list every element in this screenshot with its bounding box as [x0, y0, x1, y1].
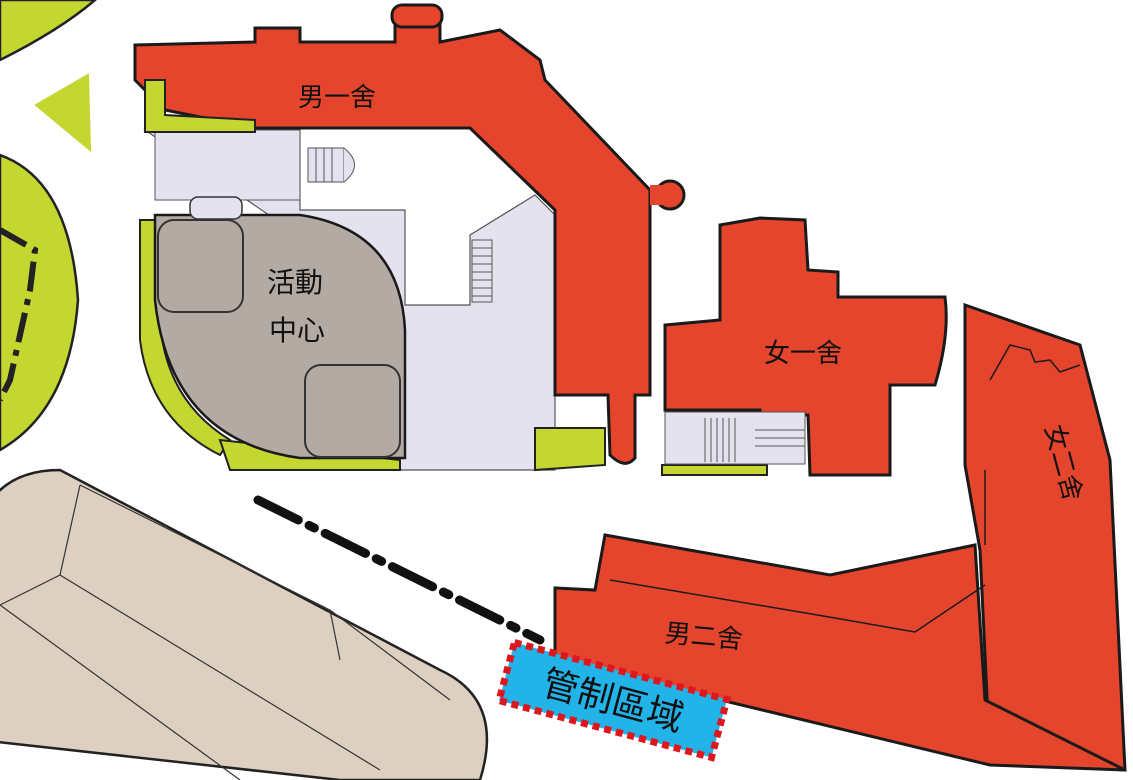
building-boys-dorm-1[interactable] — [133, 3, 686, 465]
building-girls-dorm-2[interactable] — [963, 302, 1127, 772]
green-areas — [0, 0, 97, 452]
label-activity-center-2: 中心 — [269, 314, 325, 347]
label-activity-center-1: 活動 — [267, 266, 323, 299]
courtyard-area — [143, 129, 556, 471]
path-line — [253, 495, 545, 645]
label-boys-dorm-1: 男一舍 — [298, 83, 376, 113]
label-girls-dorm-1: 女一舍 — [764, 339, 842, 369]
running-track — [0, 468, 489, 780]
building-boys-dorm-2[interactable] — [553, 470, 1126, 772]
building-activity-center[interactable] — [153, 196, 407, 460]
building-girls-dorm-1[interactable] — [663, 216, 948, 477]
label-boys-dorm-2: 男二舍 — [664, 619, 744, 656]
